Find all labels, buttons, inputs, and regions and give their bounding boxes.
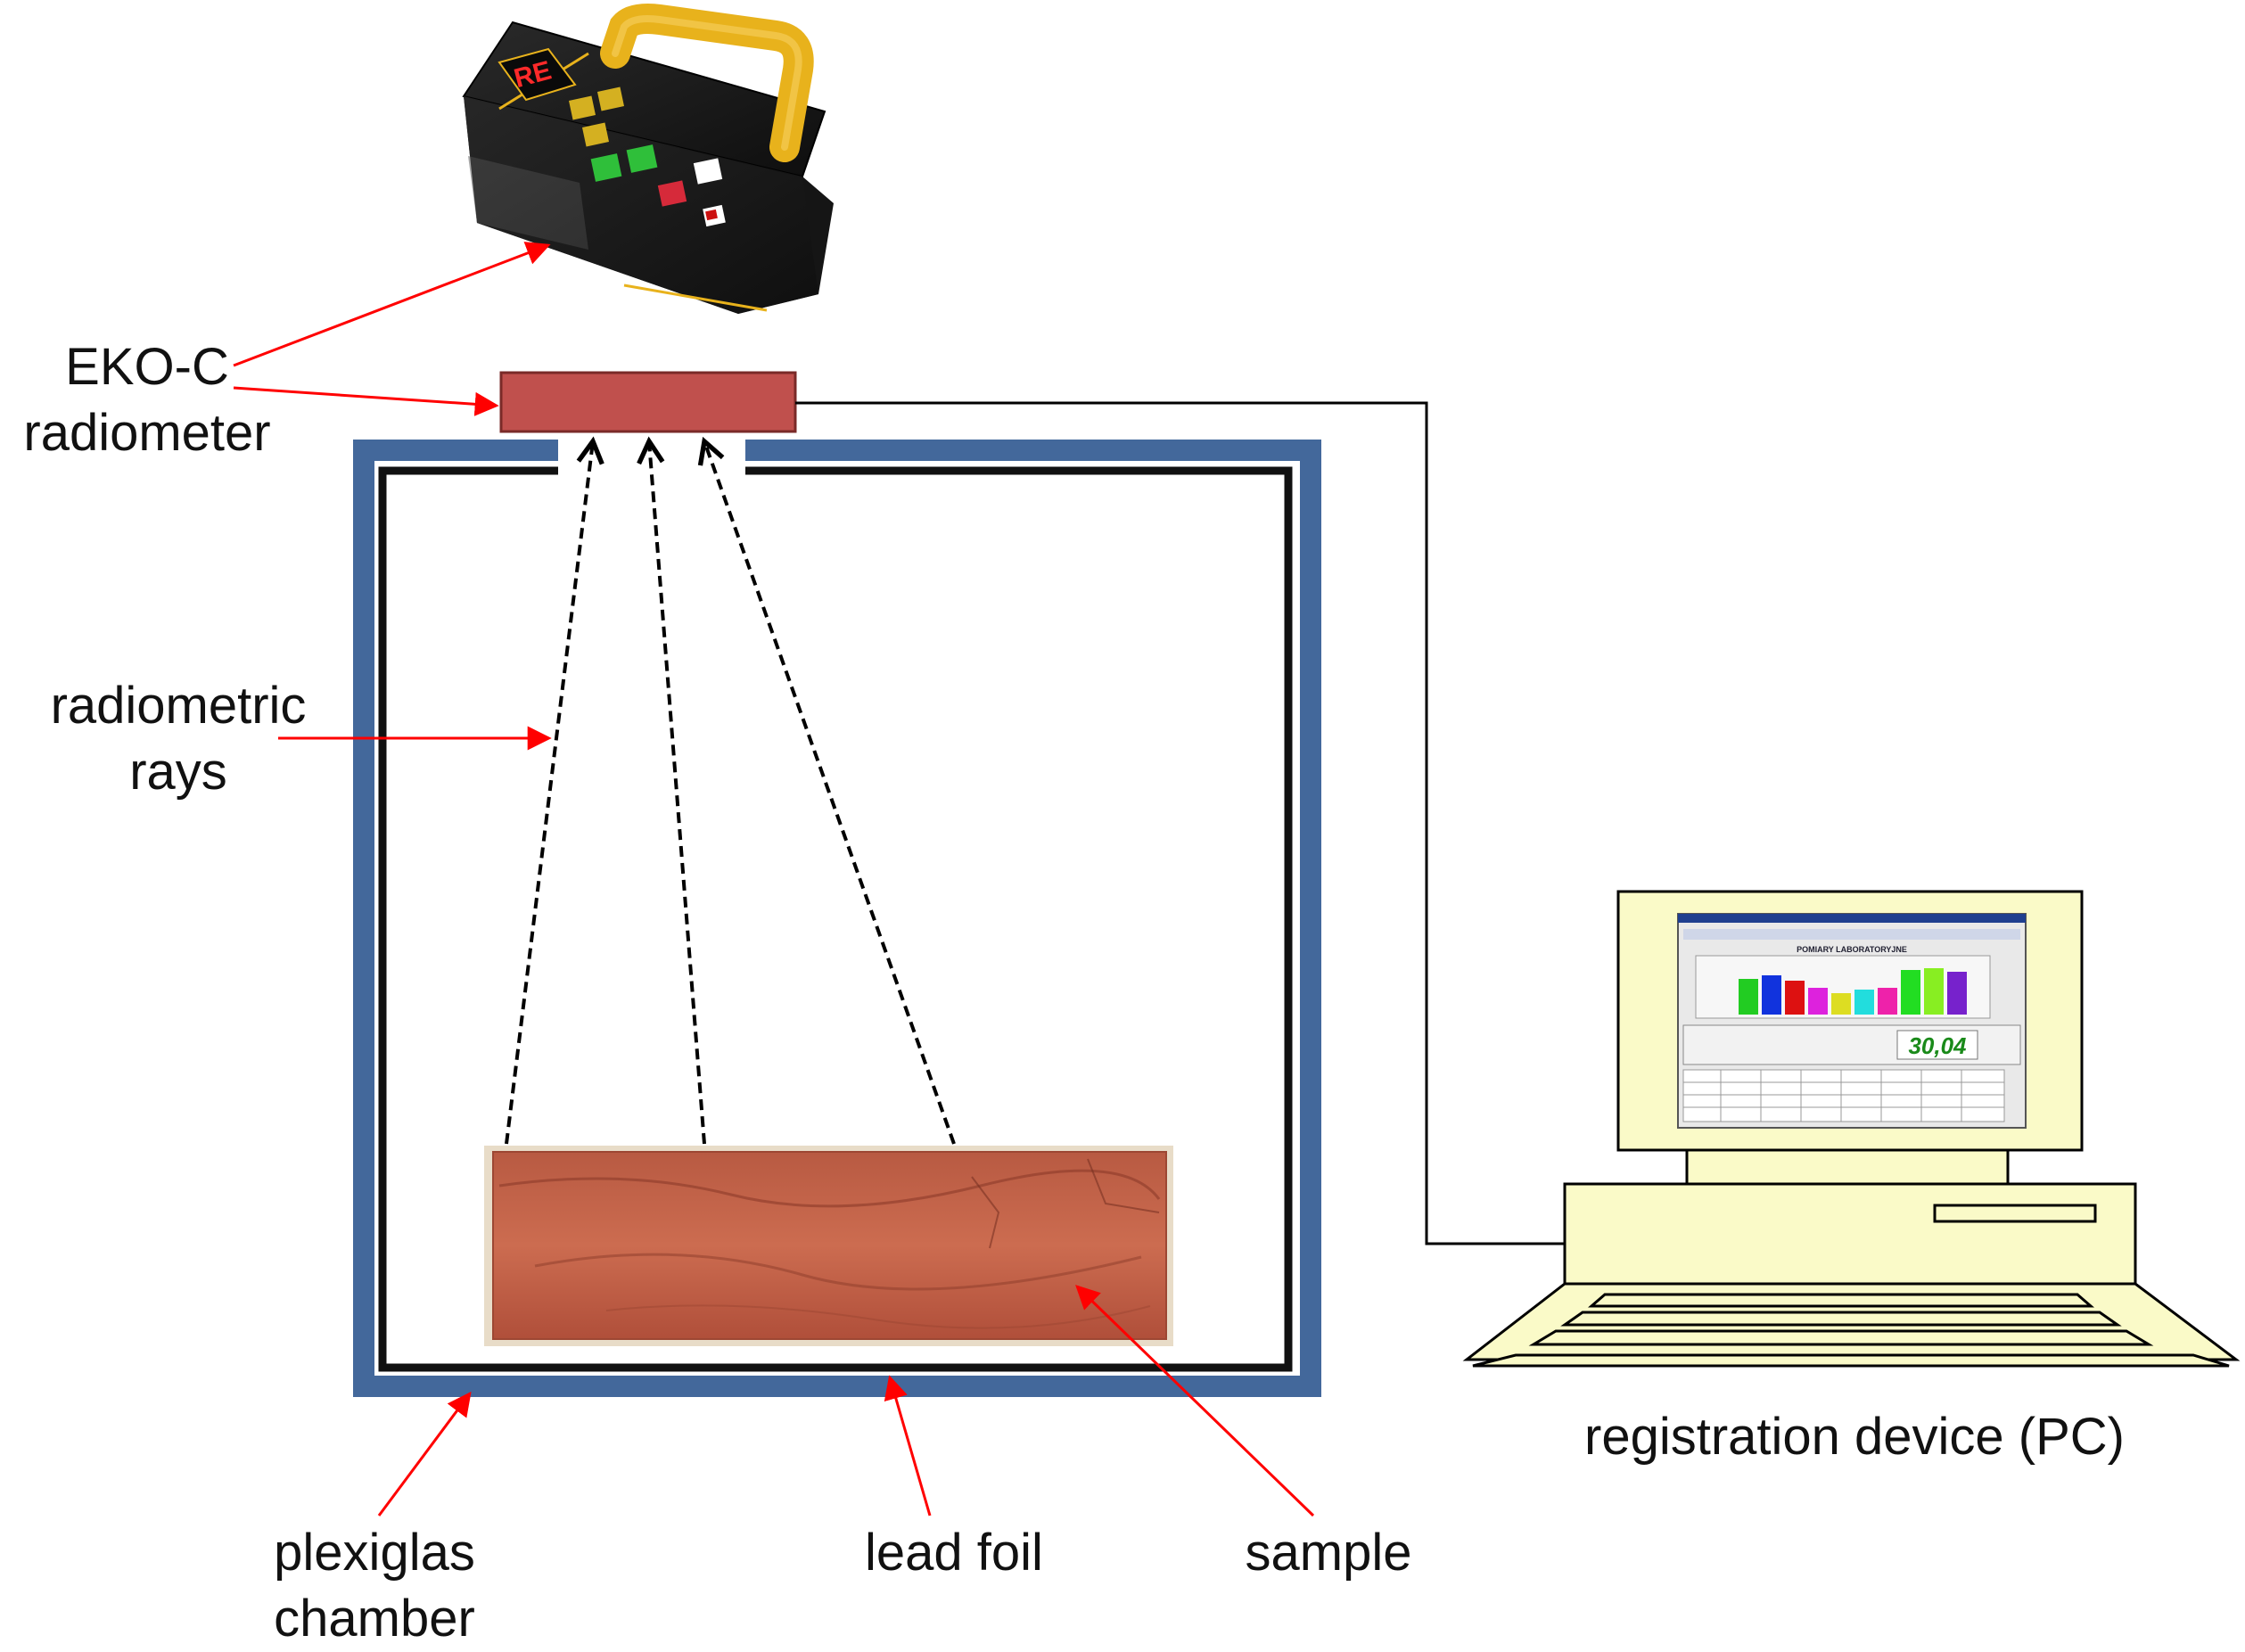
plexiglas-chamber	[353, 440, 1321, 1397]
arrow-to-detector	[233, 386, 499, 416]
label-rays-line2: rays	[129, 743, 227, 801]
lead-foil	[378, 466, 1293, 1372]
label-chamber: plexiglas chamber	[227, 1520, 522, 1652]
screen-bars	[1739, 968, 1967, 1015]
screen-chart-title: POMIARY LABORATORYJNE	[1797, 945, 1907, 954]
screen-table	[1682, 1069, 2005, 1122]
sample-brick	[484, 1146, 1173, 1346]
lead-foil-lining	[378, 466, 1293, 1372]
label-rays-line1: radiometric	[50, 677, 307, 735]
radiometric-rays	[505, 441, 956, 1145]
pc-key-row-3	[1528, 1329, 2154, 1346]
arrow-to-plexiglas	[377, 1391, 472, 1516]
pc-drive-slot	[1933, 1204, 2097, 1223]
label-chamber-line1: plexiglas	[274, 1524, 475, 1582]
arrow-to-device	[233, 242, 551, 367]
label-radiometer: EKO-C radiometer	[4, 334, 290, 466]
label-sample: sample	[1245, 1524, 1412, 1582]
pc-monitor-neck	[1685, 1148, 2010, 1186]
label-radiometer-line1: EKO-C	[65, 338, 229, 396]
device-buttons	[568, 86, 726, 227]
pc-screen: POMIARY LABORATORYJNE 30,04	[1677, 913, 2027, 1129]
screen-reading: 30,04	[1908, 1032, 1967, 1059]
pc-key-row-1	[1587, 1293, 2095, 1308]
label-radiometer-line2: radiometer	[23, 404, 271, 462]
plexiglas-wall	[353, 440, 1321, 1397]
eko-c-device: RE	[462, 4, 834, 314]
label-lead-foil: lead foil	[865, 1524, 1043, 1582]
pc-keyboard	[1462, 1282, 2241, 1361]
pc-base-unit	[1563, 1182, 2137, 1286]
arrow-to-sample	[1075, 1285, 1315, 1517]
pc: POMIARY LABORATORYJNE 30,04	[1462, 890, 2241, 1368]
label-chamber-line2: chamber	[274, 1590, 475, 1648]
arrow-to-lead-foil	[884, 1375, 932, 1516]
cable	[795, 401, 1565, 1245]
device-display: RE	[498, 47, 577, 102]
pc-key-row-2	[1560, 1311, 2122, 1327]
radiometer-detector	[499, 371, 797, 433]
annotation-arrows	[233, 242, 1315, 1517]
label-pc: registration device (PC)	[1584, 1408, 2125, 1466]
label-rays: radiometric rays	[18, 673, 339, 805]
